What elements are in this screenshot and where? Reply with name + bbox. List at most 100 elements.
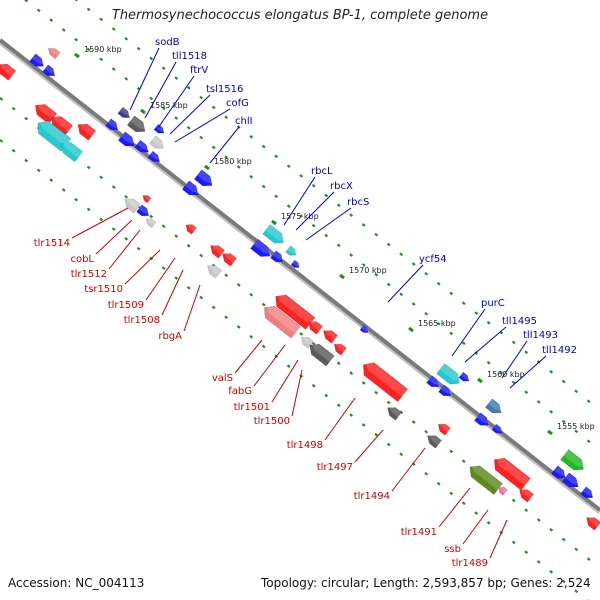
track-tick [436, 321, 441, 326]
track-tick [336, 243, 341, 248]
track-tick [311, 183, 316, 188]
gene-block [60, 141, 84, 163]
gene-block [484, 398, 503, 414]
track-tick [49, 178, 54, 182]
track-tick [24, 116, 29, 121]
leader-line [129, 47, 160, 111]
track-tick [411, 420, 416, 424]
track-tick [224, 115, 229, 120]
gene-block [117, 131, 136, 147]
track-tick [149, 56, 154, 61]
gene-block [458, 371, 470, 382]
track-tick [574, 547, 579, 552]
track-tick [411, 302, 416, 306]
track-tick [449, 449, 454, 454]
gene-block [126, 115, 147, 133]
leader-line [209, 126, 240, 164]
track-tick [11, 148, 16, 153]
gene-block [498, 486, 508, 496]
track-tick [536, 518, 541, 522]
track-tick [136, 246, 141, 251]
leader-line [387, 264, 424, 303]
leader-line [145, 257, 176, 301]
gene-label-reverse: tlr1489 [452, 558, 488, 569]
track-tick [174, 276, 179, 280]
gene-label-forward: tll1492 [542, 345, 577, 356]
leader-line [183, 284, 201, 332]
track-tick [261, 302, 266, 307]
leader-line [464, 326, 507, 363]
track-tick [424, 472, 429, 476]
gene-label-reverse: tlr1512 [71, 269, 107, 280]
track-tick [224, 315, 229, 320]
map-title: Thermosynechococcus elongatus BP-1, comp… [111, 8, 489, 23]
track-tick [374, 390, 379, 395]
gene-block [42, 64, 56, 77]
track-tick [11, 106, 16, 111]
track-tick [99, 57, 104, 62]
gene-label-reverse: tlr1509 [108, 300, 144, 311]
gene-block [436, 363, 461, 385]
leader-line [438, 487, 471, 528]
track-tick [236, 325, 241, 329]
gene-label-forward: rbcX [330, 181, 353, 192]
track-tick [49, 18, 54, 22]
track-tick [174, 76, 179, 80]
track-tick [549, 409, 554, 414]
gene-block [250, 238, 272, 257]
track-tick [86, 47, 91, 52]
gene-block [193, 169, 214, 187]
kbp-tick-label: 1580 kbp [214, 157, 252, 166]
gene-label-reverse: fabG [228, 386, 252, 397]
track-tick [474, 311, 479, 315]
leader-line [295, 191, 335, 231]
track-tick [0, 97, 4, 101]
track-tick [161, 224, 166, 229]
track-tick [124, 37, 129, 41]
track-tick [61, 188, 66, 192]
gene-block [142, 194, 152, 204]
gene-block [560, 449, 585, 471]
track-tick [24, 158, 29, 163]
gene-block [586, 516, 600, 531]
track-tick [524, 550, 529, 555]
leader-line [501, 340, 528, 379]
leader-line [354, 429, 384, 463]
track-tick [211, 145, 216, 150]
track-tick [24, 0, 29, 3]
kbp-tick-mark [477, 377, 483, 384]
gene-block [136, 204, 150, 217]
track-tick [586, 557, 591, 561]
gene-block [473, 412, 490, 426]
gene-block [148, 135, 165, 149]
track-tick [361, 381, 366, 385]
gene-block [222, 252, 238, 267]
gene-block [134, 139, 150, 153]
track-tick [461, 301, 466, 306]
track-tick [174, 116, 179, 120]
track-tick [449, 331, 454, 336]
leader-line [234, 339, 263, 374]
track-tick [349, 253, 354, 257]
track-tick [374, 272, 379, 277]
gene-label-forward: tsl1516 [206, 84, 243, 95]
track-tick [461, 501, 466, 506]
accession-text: Accession: NC_004113 [8, 576, 145, 590]
track-tick [586, 439, 591, 443]
leader-line [144, 61, 177, 119]
gene-block [308, 320, 324, 335]
leader-line [509, 355, 547, 389]
leader-line [324, 397, 356, 441]
track-tick [561, 537, 566, 542]
track-tick [174, 234, 179, 238]
gene-label-forward: tll1518 [172, 51, 207, 62]
track-tick [386, 442, 391, 447]
track-tick [561, 419, 566, 424]
track-tick [74, 0, 78, 2]
gene-label-reverse: ssb [444, 544, 461, 555]
gene-block [153, 123, 165, 134]
track-tick [436, 281, 441, 286]
track-tick [161, 66, 166, 71]
gene-label-reverse: tlr1498 [287, 440, 323, 451]
track-tick [161, 266, 166, 271]
